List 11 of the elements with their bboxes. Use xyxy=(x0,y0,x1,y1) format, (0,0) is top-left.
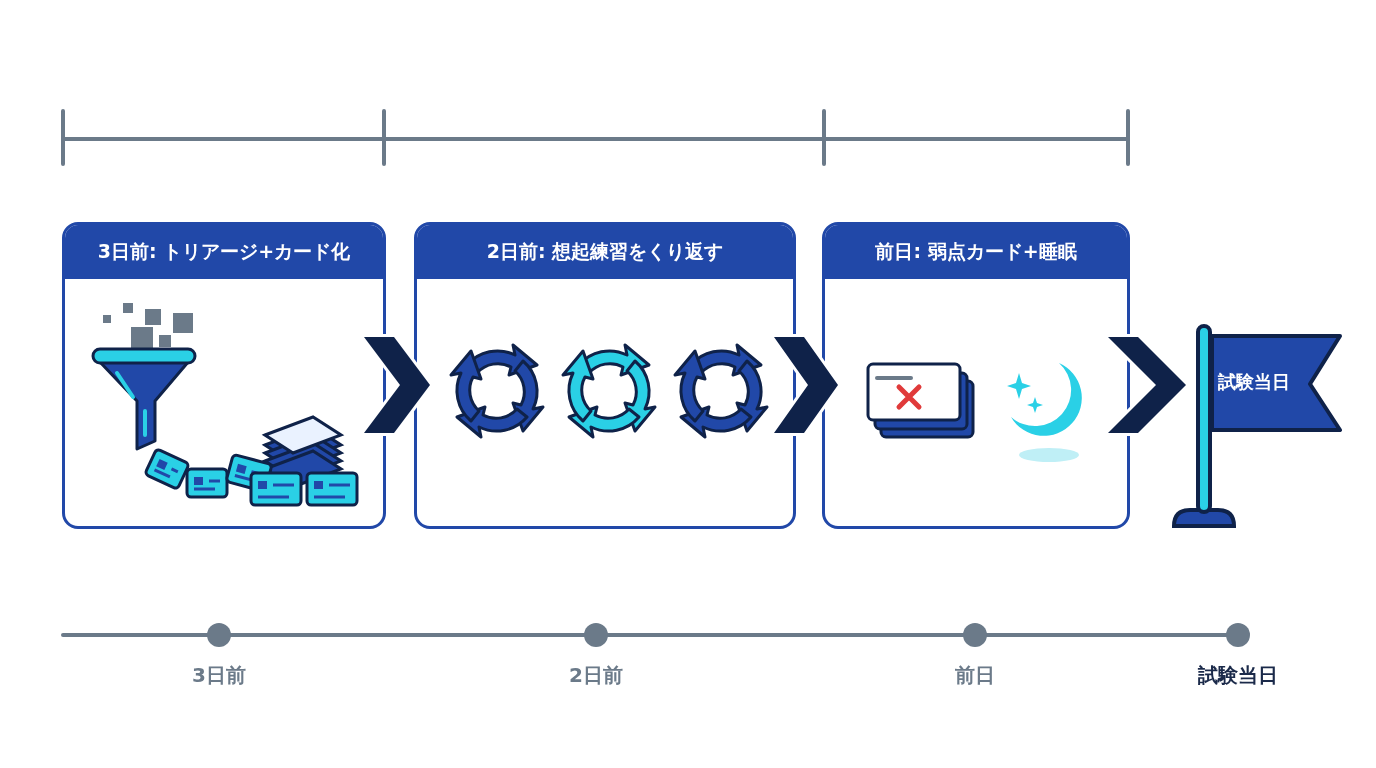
step-panel xyxy=(414,222,796,529)
step-panel xyxy=(62,222,386,529)
panel-header: 前日: 弱点カード+睡眠 xyxy=(825,225,1127,279)
panel-header: 2日前: 想起練習をくり返す xyxy=(417,225,793,279)
step-panel xyxy=(822,222,1130,529)
timeline-label: 3日前 xyxy=(192,662,246,689)
timeline-label: 2日前 xyxy=(569,662,623,689)
timeline-label: 前日 xyxy=(955,662,995,689)
panel-header: 3日前: トリアージ+カード化 xyxy=(65,225,383,279)
flag-label: 試験当日 xyxy=(1218,370,1290,394)
timeline-label: 試験当日 xyxy=(1198,662,1278,689)
